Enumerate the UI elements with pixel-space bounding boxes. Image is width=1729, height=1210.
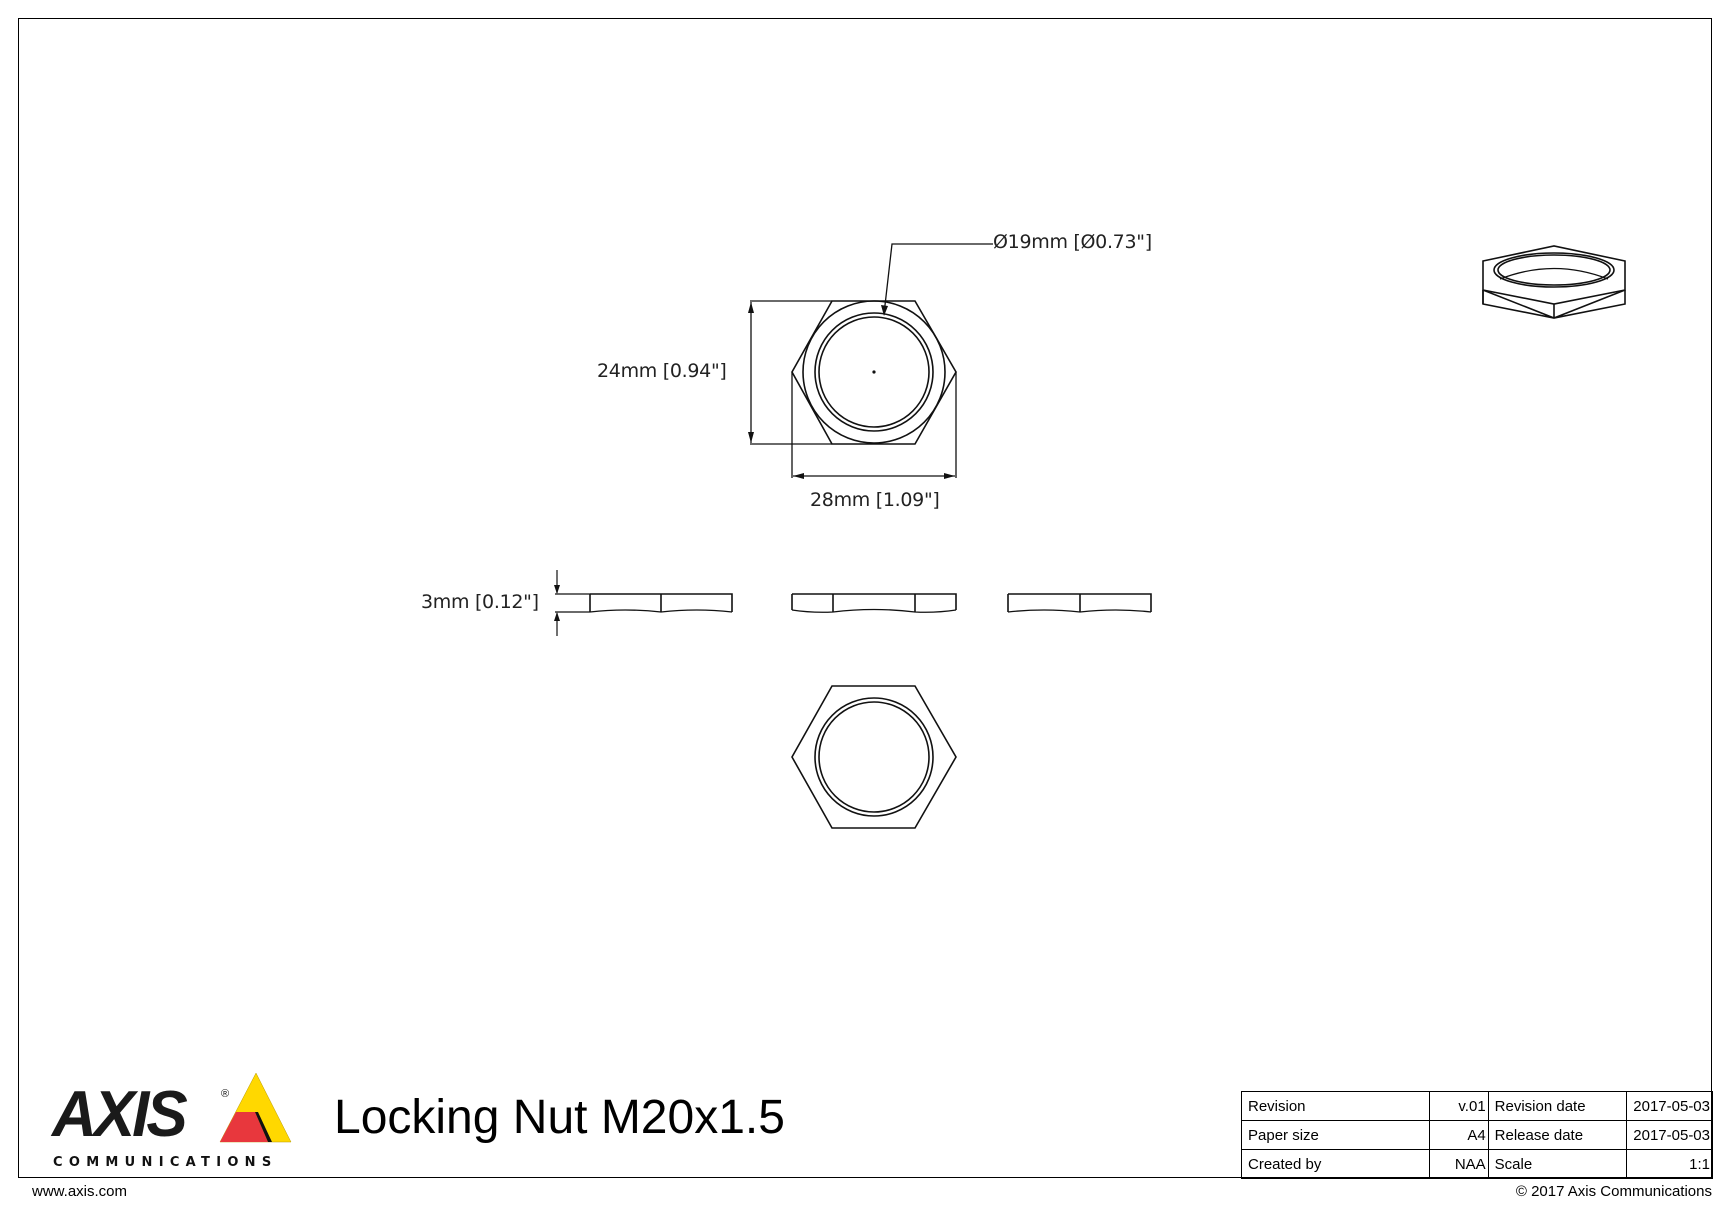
- bottom-view: [791, 685, 957, 829]
- copyright-text: © 2017 Axis Communications: [1515, 1183, 1712, 1200]
- title-block-row: Revision v.01 Revision date 2017-05-03: [1241, 1091, 1713, 1121]
- title-block-row: Created by NAA Scale 1:1: [1241, 1149, 1713, 1179]
- website-link[interactable]: www.axis.com: [32, 1183, 128, 1200]
- diameter-dimension-label: Ø19mm [Ø0.73"]: [993, 231, 1152, 253]
- thickness-dimension-label: 3mm [0.12"]: [421, 591, 539, 613]
- axis-logo-wordmark: AXIS: [52, 1078, 188, 1151]
- side-views: [554, 570, 1152, 636]
- scale-label: Scale: [1487, 1149, 1628, 1179]
- drawing-frame: [18, 18, 1712, 1178]
- release-date-label: Release date: [1487, 1120, 1628, 1150]
- scale-value: 1:1: [1626, 1149, 1713, 1179]
- registered-mark: ®: [221, 1088, 230, 1100]
- top-view: [748, 243, 993, 479]
- revision-date-label: Revision date: [1487, 1091, 1628, 1121]
- height-dimension-label: 24mm [0.94"]: [597, 360, 727, 382]
- axis-logo-triangle: [219, 1072, 292, 1143]
- title-block-row: Paper size A4 Release date 2017-05-03: [1241, 1120, 1713, 1150]
- revision-label: Revision: [1241, 1091, 1430, 1121]
- created-by-value: NAA: [1428, 1149, 1489, 1179]
- axis-logo-subtitle: COMMUNICATIONS: [53, 1155, 278, 1170]
- title-block: Revision v.01 Revision date 2017-05-03 P…: [1241, 1091, 1713, 1179]
- isometric-view: [1482, 245, 1626, 319]
- drawing-title: Locking Nut M20x1.5: [334, 1091, 785, 1144]
- created-by-label: Created by: [1241, 1149, 1430, 1179]
- width-dimension-label: 28mm [1.09"]: [810, 489, 940, 511]
- release-date-value: 2017-05-03: [1626, 1120, 1713, 1150]
- paper-size-value: A4: [1428, 1120, 1489, 1150]
- paper-size-label: Paper size: [1241, 1120, 1430, 1150]
- revision-date-value: 2017-05-03: [1626, 1091, 1713, 1121]
- revision-value: v.01: [1428, 1091, 1489, 1121]
